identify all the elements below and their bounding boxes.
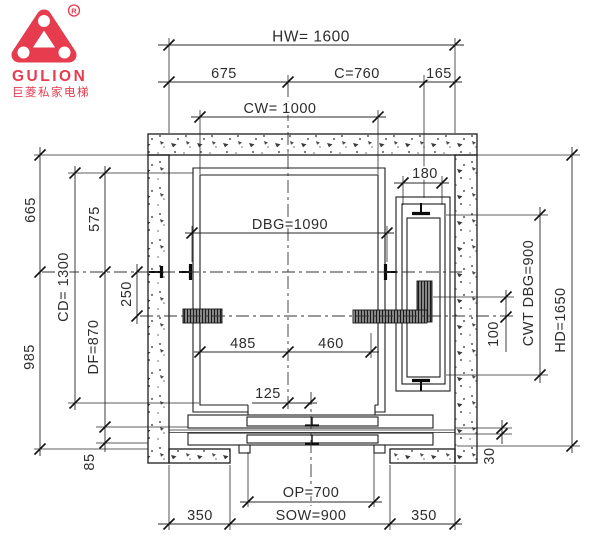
registered-mark-letter: R [71, 6, 77, 15]
brand-logo: R GULION 巨菱私家电梯 [11, 4, 90, 99]
cwt-rail-bracket [352, 309, 428, 324]
dim-30-label: 30 [482, 447, 498, 464]
dim-575-label: 575 [87, 206, 103, 232]
dim-85-label: 85 [82, 453, 98, 470]
extension-lines [34, 38, 580, 530]
dim-180-label: 180 [412, 166, 438, 182]
landing-sill [187, 432, 434, 446]
dim-485-label: 485 [230, 336, 256, 352]
dim-cw-label: CW= 1000 [244, 101, 317, 117]
logo-hole-left [17, 46, 30, 59]
dim-dbg-label: DBG=1090 [252, 217, 328, 233]
dim-100-label: 100 [486, 321, 502, 347]
sill-foot-right [373, 444, 386, 454]
dim-665-label: 665 [23, 197, 39, 223]
cwt-frame-outer [395, 196, 451, 392]
cwt-frame-inner [406, 217, 441, 378]
dim-hd-label: HD=1650 [553, 287, 569, 352]
cab-inner-outline [199, 174, 379, 406]
cab-outer-outline [192, 167, 386, 413]
wall-top [147, 133, 478, 156]
dimension-lines [33, 38, 579, 531]
dim-125-label: 125 [255, 386, 281, 402]
wall-right [454, 154, 478, 464]
brand-tagline: 巨菱私家电梯 [12, 85, 90, 99]
dim-cd-label: CD= 1300 [56, 252, 72, 322]
wall-left [147, 154, 170, 464]
counterweight-assembly [182, 196, 451, 392]
dim-460-label: 460 [318, 336, 344, 352]
brand-name: GULION [12, 68, 87, 85]
dim-985-label: 985 [22, 344, 38, 370]
logo-triangle-icon [11, 9, 77, 63]
dim-df-label: DF=870 [86, 320, 102, 375]
car-cab [192, 167, 386, 415]
dim-350-left-label: 350 [187, 508, 213, 524]
dim-165-label: 165 [426, 66, 452, 82]
shaft-walls [147, 133, 478, 464]
dim-350-right-label: 350 [411, 508, 437, 524]
logo-hole-top [38, 15, 50, 27]
door-sills [169, 414, 455, 454]
dim-op-label: OP=700 [283, 485, 340, 501]
dim-250-label: 250 [119, 281, 135, 307]
cwt-frame-mid [401, 203, 446, 385]
wall-bottom-right [389, 448, 456, 464]
dim-hw-label: HW= 1600 [272, 29, 350, 46]
wall-bottom-left [168, 448, 231, 464]
dimension-labels: HW= 1600 675 C=760 165 CW= 1000 DBG=1090… [20, 27, 571, 526]
car-sill [187, 414, 434, 429]
centerlines [42, 75, 514, 506]
dim-cwt-dbg-label: CWT DBG=900 [521, 240, 537, 346]
dim-c-label: C=760 [334, 66, 380, 82]
sill-foot-left [238, 444, 251, 454]
dim-675-label: 675 [211, 66, 237, 82]
logo-hole-right [58, 46, 71, 59]
registered-mark-icon [67, 4, 81, 17]
dim-sow-label: SOW=900 [276, 508, 347, 524]
